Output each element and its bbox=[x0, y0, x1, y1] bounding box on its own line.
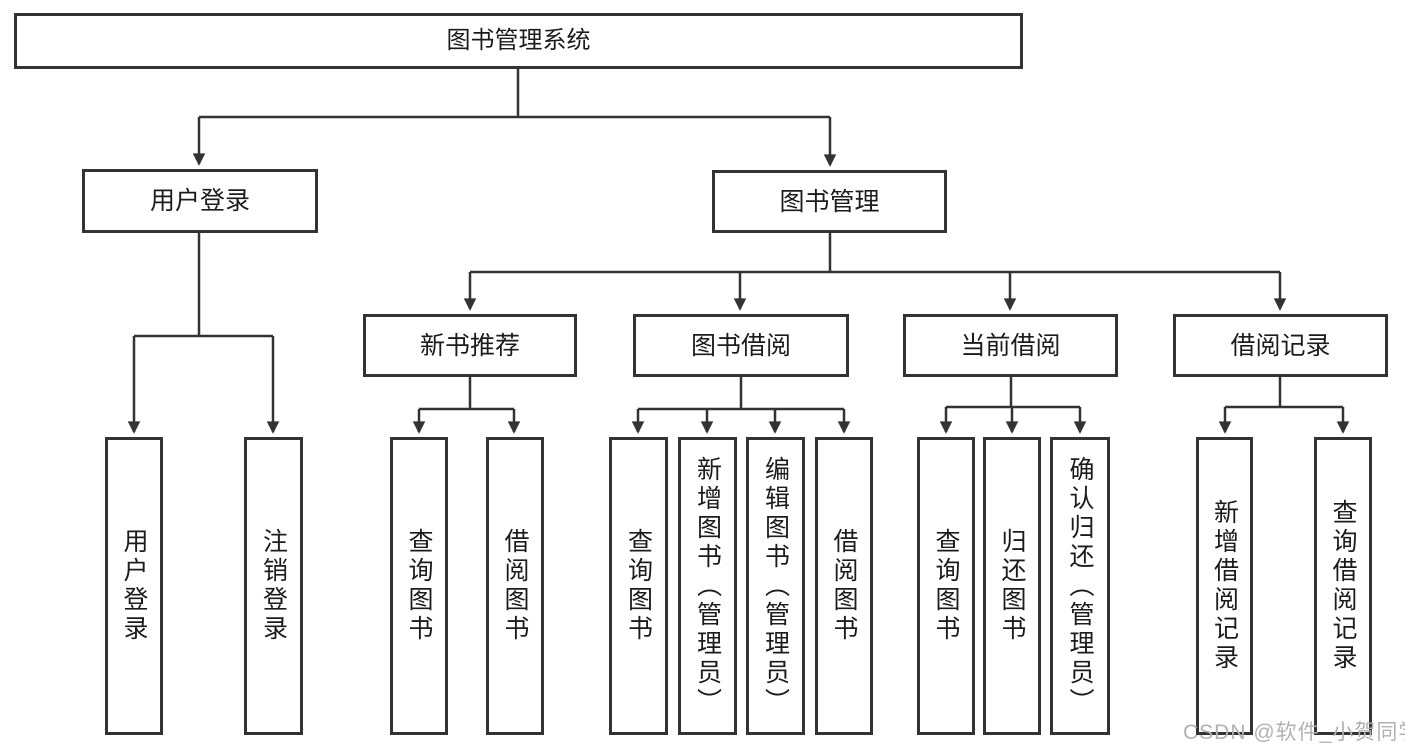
node-label: 查询借阅记录 bbox=[1329, 499, 1357, 673]
node-label: 图书管理 bbox=[779, 187, 880, 216]
node-book-borrow: 图书借阅 bbox=[633, 314, 849, 377]
node-borrow-records: 借阅记录 bbox=[1173, 314, 1388, 377]
leaf-borrow-books-recommend: 借阅图书 bbox=[486, 437, 544, 735]
leaf-return-books: 归还图书 bbox=[983, 437, 1041, 735]
node-label: 用户登录 bbox=[149, 187, 250, 215]
node-current-borrow: 当前借阅 bbox=[903, 314, 1118, 377]
node-label: 新书推荐 bbox=[419, 331, 520, 360]
node-label: 借阅记录 bbox=[1230, 331, 1331, 360]
node-book-management-module: 图书管理 bbox=[712, 170, 947, 233]
node-root-system: 图书管理系统 bbox=[14, 13, 1023, 69]
node-label: 借阅图书 bbox=[830, 528, 858, 644]
csdn-watermark: CSDN @软件_小贺同学 bbox=[1183, 721, 1405, 744]
leaf-query-books-borrow: 查询图书 bbox=[609, 437, 668, 735]
leaf-confirm-return-admin: 确认归还（管理员） bbox=[1050, 437, 1110, 735]
node-label: 用户登录 bbox=[120, 528, 148, 644]
node-label: 注销登录 bbox=[259, 528, 288, 644]
leaf-add-books-admin: 新增图书（管理员） bbox=[678, 437, 737, 735]
leaf-query-books-current: 查询图书 bbox=[917, 437, 975, 735]
node-label: 图书管理系统 bbox=[446, 26, 591, 54]
node-label: 确认归还（管理员） bbox=[1066, 455, 1094, 717]
leaf-add-borrow-record: 新增借阅记录 bbox=[1196, 437, 1253, 735]
node-label: 归还图书 bbox=[998, 528, 1026, 644]
leaf-query-books-recommend: 查询图书 bbox=[390, 437, 448, 735]
node-label: 编辑图书（管理员） bbox=[761, 455, 790, 717]
node-label: 查询图书 bbox=[405, 528, 433, 644]
leaf-query-borrow-record: 查询借阅记录 bbox=[1314, 437, 1372, 735]
leaf-borrow-books: 借阅图书 bbox=[815, 437, 873, 735]
leaf-user-login: 用户登录 bbox=[105, 437, 163, 735]
leaf-edit-books-admin: 编辑图书（管理员） bbox=[746, 437, 805, 735]
node-label: 借阅图书 bbox=[501, 528, 529, 644]
node-label: 当前借阅 bbox=[960, 331, 1061, 360]
node-label: 图书借阅 bbox=[690, 331, 791, 360]
leaf-logout: 注销登录 bbox=[244, 437, 303, 735]
node-label: 新增图书（管理员） bbox=[693, 455, 722, 717]
node-label: 新增借阅记录 bbox=[1210, 499, 1239, 673]
node-user-login-module: 用户登录 bbox=[82, 169, 318, 233]
node-new-book-recommend: 新书推荐 bbox=[363, 314, 577, 377]
node-label: 查询图书 bbox=[624, 528, 653, 644]
node-label: 查询图书 bbox=[932, 528, 960, 644]
